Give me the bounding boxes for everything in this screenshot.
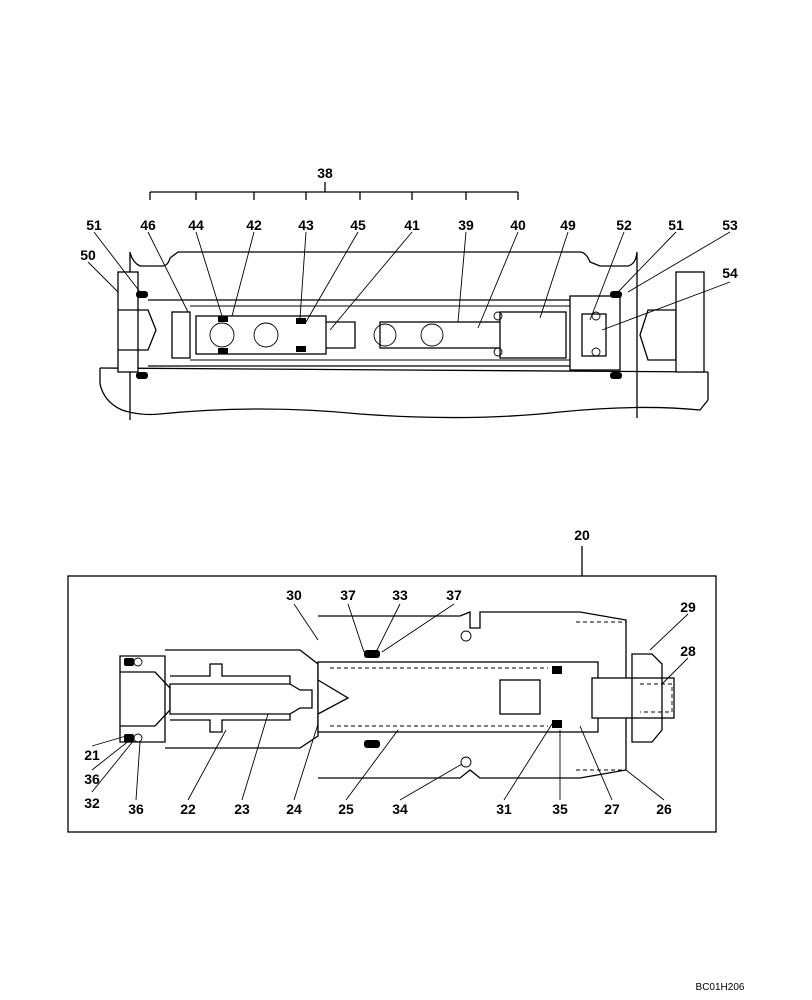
label-34: 34 [392, 801, 408, 817]
label-44: 44 [188, 217, 204, 233]
label-37-right: 37 [446, 587, 462, 603]
label-52: 52 [616, 217, 632, 233]
label-41: 41 [404, 217, 420, 233]
label-35: 35 [552, 801, 568, 817]
label-45: 45 [350, 217, 366, 233]
label-40: 40 [510, 217, 526, 233]
label-36-a: 36 [84, 771, 100, 787]
label-28: 28 [680, 643, 696, 659]
label-32: 32 [84, 795, 100, 811]
label-25: 25 [338, 801, 354, 817]
label-22: 22 [180, 801, 196, 817]
label-51-left: 51 [86, 217, 102, 233]
top-valve-assembly [87, 182, 731, 420]
label-37-left: 37 [340, 587, 356, 603]
label-53: 53 [722, 217, 738, 233]
label-54: 54 [722, 265, 738, 281]
label-49: 49 [560, 217, 576, 233]
top-labels: 38 51 46 44 42 43 45 41 39 40 49 52 51 5… [80, 165, 738, 281]
label-46: 46 [140, 217, 156, 233]
label-20: 20 [574, 527, 590, 543]
label-51-right: 51 [668, 217, 684, 233]
label-23: 23 [234, 801, 250, 817]
label-43: 43 [298, 217, 314, 233]
label-42: 42 [246, 217, 262, 233]
label-27: 27 [604, 801, 620, 817]
label-21: 21 [84, 747, 100, 763]
label-50: 50 [80, 247, 96, 263]
label-26: 26 [656, 801, 672, 817]
label-31: 31 [496, 801, 512, 817]
label-39: 39 [458, 217, 474, 233]
label-29: 29 [680, 599, 696, 615]
label-24: 24 [286, 801, 302, 817]
label-33: 33 [392, 587, 408, 603]
label-30: 30 [286, 587, 302, 603]
label-38: 38 [317, 165, 333, 181]
label-36-b: 36 [128, 801, 144, 817]
detail-cartridge-assembly [67, 546, 717, 833]
detail-labels: 20 30 37 33 37 29 28 21 36 32 36 22 23 2… [84, 527, 696, 817]
drawing-code: BC01H206 [696, 982, 745, 993]
